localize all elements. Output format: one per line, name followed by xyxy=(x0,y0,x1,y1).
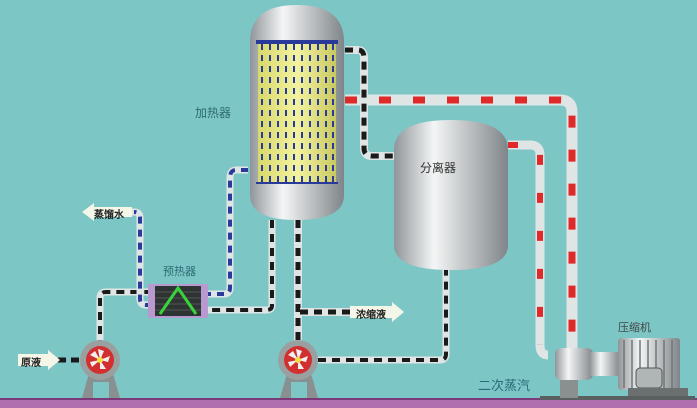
feed-label: 原液 xyxy=(21,358,41,369)
secondary-steam-pipe xyxy=(345,94,578,360)
secondary-steam-label: 二次蒸汽 xyxy=(478,379,531,394)
distilled-water-label: 蒸馏水 xyxy=(94,210,124,221)
preheater-label: 预热器 xyxy=(163,265,196,278)
preheater xyxy=(148,284,208,318)
liquid-pipes xyxy=(45,46,450,364)
concentrate-label: 浓缩液 xyxy=(356,310,386,321)
compressor xyxy=(540,338,695,400)
compressor-label: 压缩机 xyxy=(618,321,651,334)
condensate-pipes xyxy=(130,166,248,309)
heater-vessel xyxy=(250,5,344,220)
distilled-water-arrow xyxy=(82,203,132,221)
separator-vessel xyxy=(394,120,508,270)
feed-arrow xyxy=(18,350,60,370)
floor xyxy=(0,398,697,408)
heater-label: 加热器 xyxy=(195,106,232,120)
separator-label: 分离器 xyxy=(420,161,457,175)
feed-pump xyxy=(80,340,120,398)
circulation-pump xyxy=(278,340,318,398)
concentrate-arrow xyxy=(350,302,404,322)
